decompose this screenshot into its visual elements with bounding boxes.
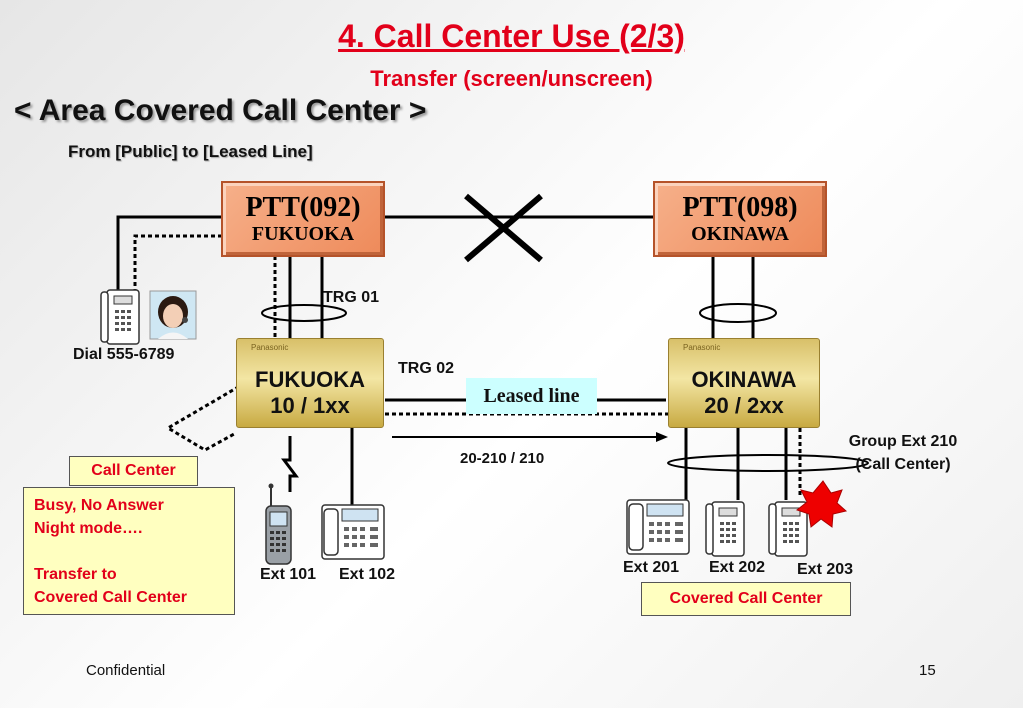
dial-phone-icon bbox=[100, 289, 140, 345]
ext203-label: Ext 203 bbox=[797, 561, 854, 578]
cellphone-icon bbox=[265, 483, 292, 565]
footer-confidential: Confidential bbox=[86, 662, 166, 679]
pbx-okinawa: Panasonic OKINAWA 20 / 2xx bbox=[668, 338, 820, 428]
pbx-fukuoka-number: 10 / 1xx bbox=[270, 393, 350, 418]
group-ext-label-1: Group Ext 210 bbox=[848, 433, 958, 450]
ptt-fukuoka-city: FUKUOKA bbox=[251, 223, 355, 245]
public-line bbox=[116, 215, 222, 290]
dial-label: Dial 555-6789 bbox=[73, 346, 175, 363]
pbx-fukuoka-brand: Panasonic bbox=[251, 343, 289, 352]
pbx-fukuoka: Panasonic FUKUOKA 10 / 1xx bbox=[236, 338, 384, 428]
trg01-label: TRG 01 bbox=[323, 289, 380, 306]
ext201-phone-icon bbox=[626, 499, 690, 555]
group-210-ring bbox=[667, 454, 869, 472]
trg02-label: TRG 02 bbox=[398, 360, 455, 377]
incoming-call-path bbox=[133, 234, 222, 290]
call-center-path bbox=[165, 381, 246, 452]
call-center-label: Call Center bbox=[69, 456, 198, 486]
ptt-okinawa: PTT(098) OKINAWA bbox=[653, 181, 827, 257]
ext201-label: Ext 201 bbox=[623, 559, 680, 576]
note-line-2: Night mode…. bbox=[34, 520, 143, 537]
wireless-link-icon bbox=[281, 436, 299, 492]
leased-line-label: Leased line bbox=[466, 378, 597, 414]
call-center-note: Busy, No Answer Night mode…. Transfer to… bbox=[23, 487, 235, 615]
section-heading: < Area Covered Call Center > bbox=[14, 94, 427, 127]
operator-avatar-icon bbox=[149, 290, 197, 340]
ext101-label: Ext 101 bbox=[260, 566, 317, 583]
page-title: 4. Call Center Use (2/3) bbox=[338, 18, 685, 54]
ext202-phone-icon bbox=[705, 501, 745, 557]
ext202-label: Ext 202 bbox=[709, 559, 766, 576]
note-line-3: Transfer to bbox=[34, 566, 117, 583]
section-subheading: From [Public] to [Leased Line] bbox=[68, 142, 313, 161]
note-line-4: Covered Call Center bbox=[34, 589, 187, 606]
ptt-okinawa-code: PTT(098) bbox=[682, 192, 798, 223]
group-ext-label-2: (Call Center) bbox=[855, 456, 951, 473]
transfer-number-label: 20-210 / 210 bbox=[460, 450, 545, 467]
pbx-okinawa-brand: Panasonic bbox=[683, 343, 721, 352]
pbx-okinawa-name: OKINAWA bbox=[691, 367, 797, 392]
ext102-phone-icon bbox=[321, 504, 385, 560]
page-number: 15 bbox=[919, 662, 936, 679]
disconnected-x-icon bbox=[464, 193, 543, 263]
note-line-1: Busy, No Answer bbox=[34, 497, 164, 514]
pbx-fukuoka-name: FUKUOKA bbox=[255, 367, 365, 392]
ext102-label: Ext 102 bbox=[339, 566, 396, 583]
trunk-group-ring-right bbox=[699, 303, 777, 323]
ptt-okinawa-city: OKINAWA bbox=[691, 223, 789, 245]
trg01-group-ring bbox=[261, 304, 347, 322]
covered-call-center-label: Covered Call Center bbox=[641, 582, 851, 616]
arrow-head-icon bbox=[656, 432, 668, 442]
ringing-burst-icon bbox=[795, 480, 848, 528]
page-subtitle: Transfer (screen/unscreen) bbox=[370, 66, 653, 91]
pbx-okinawa-number: 20 / 2xx bbox=[704, 393, 784, 418]
ptt-fukuoka: PTT(092) FUKUOKA bbox=[221, 181, 385, 257]
ptt-fukuoka-code: PTT(092) bbox=[245, 192, 361, 223]
